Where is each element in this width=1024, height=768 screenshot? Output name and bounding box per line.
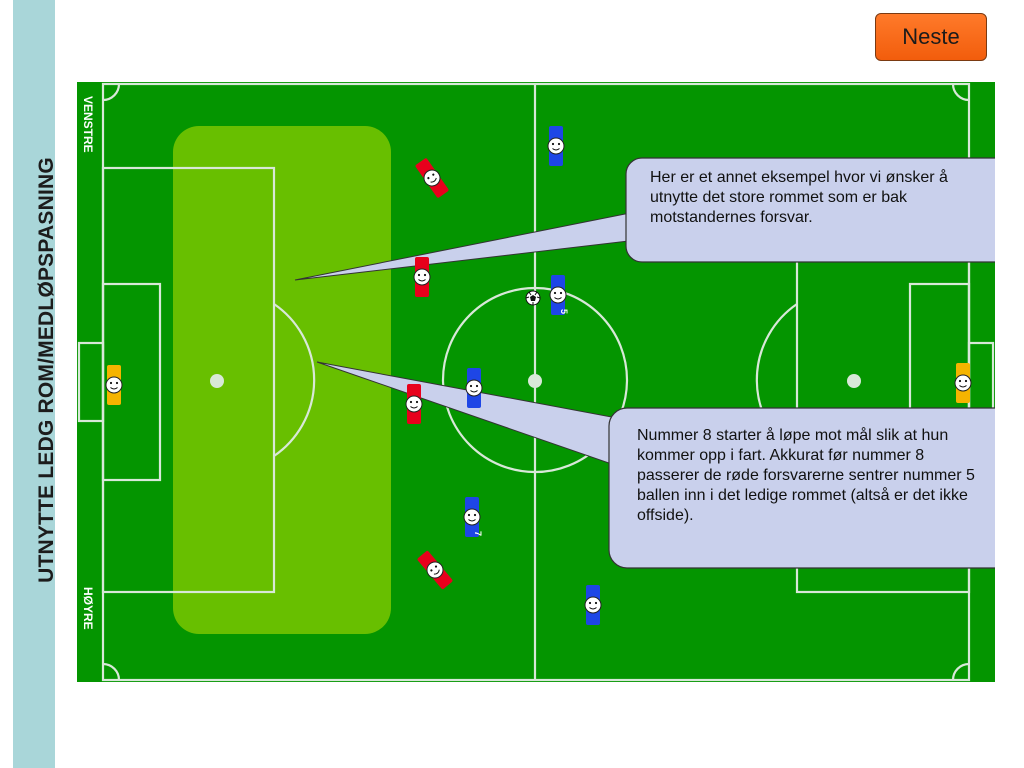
next-button[interactable]: Neste [875, 13, 987, 61]
callout-1-box [625, 157, 995, 263]
pitch-drawing: 5 7 [77, 82, 995, 682]
blue-player-5: 5 [549, 275, 569, 315]
ball-icon [525, 290, 541, 306]
left-goalkeeper [105, 365, 123, 405]
slide-title: UTNYTTE LEDG ROM/MEDLØPSPASNING [35, 157, 58, 583]
blue-player-number-7: 7 [473, 531, 483, 536]
right-goalkeeper [954, 363, 972, 403]
free-space-zone [173, 126, 391, 634]
red-player-4 [417, 550, 453, 590]
blue-player-2 [584, 585, 602, 625]
left-penalty-spot [210, 374, 224, 388]
red-player-2 [413, 257, 431, 297]
blue-player-1 [547, 126, 565, 166]
red-player-3 [405, 384, 423, 424]
red-player-1 [415, 158, 449, 198]
callout-1-text: Her er et annet eksempel hvor vi ønsker … [650, 169, 948, 226]
left-side-label: VENSTRE [81, 96, 95, 153]
callout-2-box [608, 407, 995, 569]
callout-2-text: Nummer 8 starter å løpe mot mål slik at … [637, 427, 975, 524]
blue-player-8 [465, 368, 483, 408]
right-side-label: HØYRE [81, 587, 95, 630]
blue-player-7: 7 [463, 497, 483, 537]
sidebar-bar: UTNYTTE LEDG ROM/MEDLØPSPASNING [13, 0, 58, 768]
football-pitch: 5 7 VENSTRE HØYRE [77, 82, 995, 682]
right-penalty-spot [847, 374, 861, 388]
blue-player-number-5: 5 [559, 309, 569, 314]
center-spot [528, 374, 542, 388]
